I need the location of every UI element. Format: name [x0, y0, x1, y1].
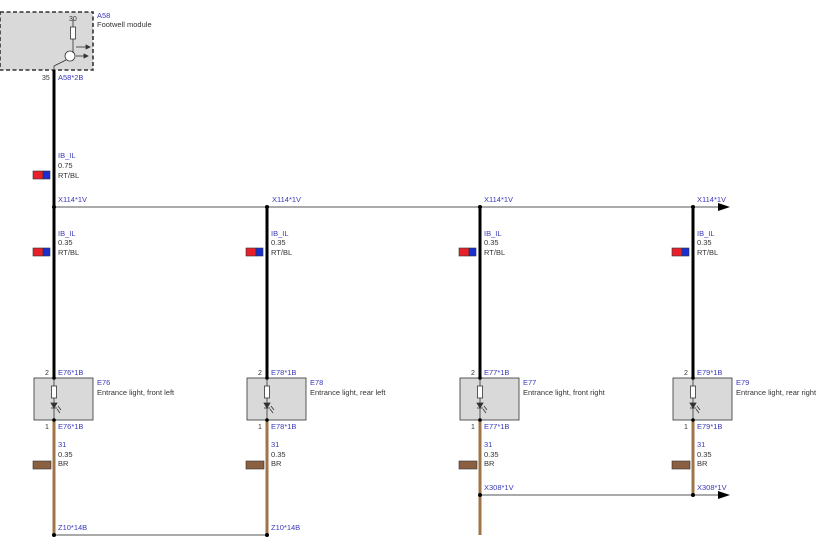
pin-upper: 2	[258, 370, 262, 377]
ground-color-swatch	[458, 460, 478, 470]
main-wire-color: RT/BL	[58, 171, 79, 180]
feed-size: 0.35	[484, 238, 499, 247]
ground-signal[interactable]: 31	[271, 440, 279, 449]
feed-signal[interactable]: IB_IL	[271, 229, 289, 238]
feed-color-swatch	[671, 247, 690, 257]
feed-color: RT/BL	[271, 248, 292, 257]
ground-signal[interactable]: 31	[58, 440, 66, 449]
pin-lower: 1	[258, 424, 262, 431]
module-name: Footwell module	[97, 20, 152, 29]
light-e78: IB_IL 0.35 RT/BL 2 E78*1B E78 Entrance l…	[245, 207, 386, 535]
feed-size: 0.35	[271, 238, 286, 247]
upper-connector[interactable]: E77*1B	[484, 368, 509, 377]
feed-signal[interactable]: IB_IL	[58, 229, 76, 238]
splice-bottom-label-2[interactable]: X308*1V	[697, 483, 727, 492]
light-id[interactable]: E77	[523, 378, 536, 387]
light-e77: IB_IL 0.35 RT/BL 2 E77*1B E77 Entrance l…	[458, 207, 606, 535]
upper-connector[interactable]: E78*1B	[271, 368, 296, 377]
ground-size: 0.35	[484, 450, 499, 459]
ground-signal[interactable]: 31	[484, 440, 492, 449]
light-e79: IB_IL 0.35 RT/BL 2 E79*1B E79 Entrance l…	[671, 207, 817, 495]
pin-upper: 2	[45, 370, 49, 377]
light-component-box[interactable]	[459, 377, 520, 421]
ground-color: BR	[271, 459, 282, 468]
light-component-box[interactable]	[33, 377, 94, 421]
main-wire-signal[interactable]: IB_IL	[58, 151, 76, 160]
module-pin-top: 30	[69, 16, 77, 23]
ground-color: BR	[58, 459, 69, 468]
bulb-icon	[263, 378, 275, 420]
ground-size: 0.35	[697, 450, 712, 459]
light-id[interactable]: E78	[310, 378, 323, 387]
light-component-box[interactable]	[246, 377, 307, 421]
ground-color-swatch	[32, 460, 52, 470]
upper-connector[interactable]: E79*1B	[697, 368, 722, 377]
feed-color: RT/BL	[697, 248, 718, 257]
splice-bottom-arrow	[718, 491, 730, 499]
feed-color: RT/BL	[484, 248, 505, 257]
feed-color-swatch	[32, 247, 51, 257]
pin-lower: 1	[471, 424, 475, 431]
pin-upper: 2	[684, 370, 688, 377]
footwell-module-box[interactable]	[0, 11, 94, 71]
bottom-connector[interactable]: Z10*14B	[271, 523, 300, 532]
module-connector[interactable]: A58*2B	[58, 73, 83, 82]
main-wire-color-swatch	[32, 170, 51, 180]
module-pin-out: 35	[42, 75, 50, 82]
splice-top-label-1[interactable]: X114*1V	[58, 195, 87, 204]
light-component-box[interactable]	[672, 377, 733, 421]
pin-lower: 1	[684, 424, 688, 431]
feed-size: 0.35	[58, 238, 73, 247]
feed-signal[interactable]: IB_IL	[697, 229, 715, 238]
junction-dots	[52, 205, 695, 537]
feed-color: RT/BL	[58, 248, 79, 257]
splice-bottom-label-1[interactable]: X308*1V	[484, 483, 514, 492]
lower-connector[interactable]: E76*1B	[58, 422, 83, 431]
light-id[interactable]: E79	[736, 378, 749, 387]
light-id[interactable]: E76	[97, 378, 110, 387]
bulb-icon	[50, 378, 62, 420]
lower-connector[interactable]: E79*1B	[697, 422, 722, 431]
main-wire-size: 0.75	[58, 161, 73, 170]
ground-size: 0.35	[58, 450, 73, 459]
bulb-icon	[476, 378, 488, 420]
splice-top-label-3[interactable]: X114*1V	[484, 195, 513, 204]
feed-color-swatch	[245, 247, 264, 257]
lower-connector[interactable]: E78*1B	[271, 422, 296, 431]
feed-color-swatch	[458, 247, 477, 257]
module-id[interactable]: A58	[97, 11, 110, 20]
feed-size: 0.35	[697, 238, 712, 247]
lower-connector[interactable]: E77*1B	[484, 422, 509, 431]
light-name: Entrance light, front left	[97, 388, 175, 397]
ground-color-swatch	[245, 460, 265, 470]
splice-top-label-4[interactable]: X114*1V	[697, 195, 726, 204]
pin-lower: 1	[45, 424, 49, 431]
bottom-connector[interactable]: Z10*14B	[58, 523, 87, 532]
feed-signal[interactable]: IB_IL	[484, 229, 502, 238]
upper-connector[interactable]: E76*1B	[58, 368, 83, 377]
light-name: Entrance light, rear right	[736, 388, 817, 397]
ground-color: BR	[484, 459, 495, 468]
ground-size: 0.35	[271, 450, 286, 459]
transistor-symbol	[53, 20, 91, 70]
splice-top-label-2[interactable]: X114*1V	[272, 195, 301, 204]
ground-color: BR	[697, 459, 708, 468]
ground-color-swatch	[671, 460, 691, 470]
splice-top-arrow	[718, 203, 730, 211]
light-name: Entrance light, front right	[523, 388, 606, 397]
light-name: Entrance light, rear left	[310, 388, 386, 397]
light-e76: IB_IL 0.35 RT/BL 2 E76*1B E76 Entrance l…	[32, 207, 175, 535]
pin-upper: 2	[471, 370, 475, 377]
bulb-icon	[689, 378, 701, 420]
ground-signal[interactable]: 31	[697, 440, 705, 449]
